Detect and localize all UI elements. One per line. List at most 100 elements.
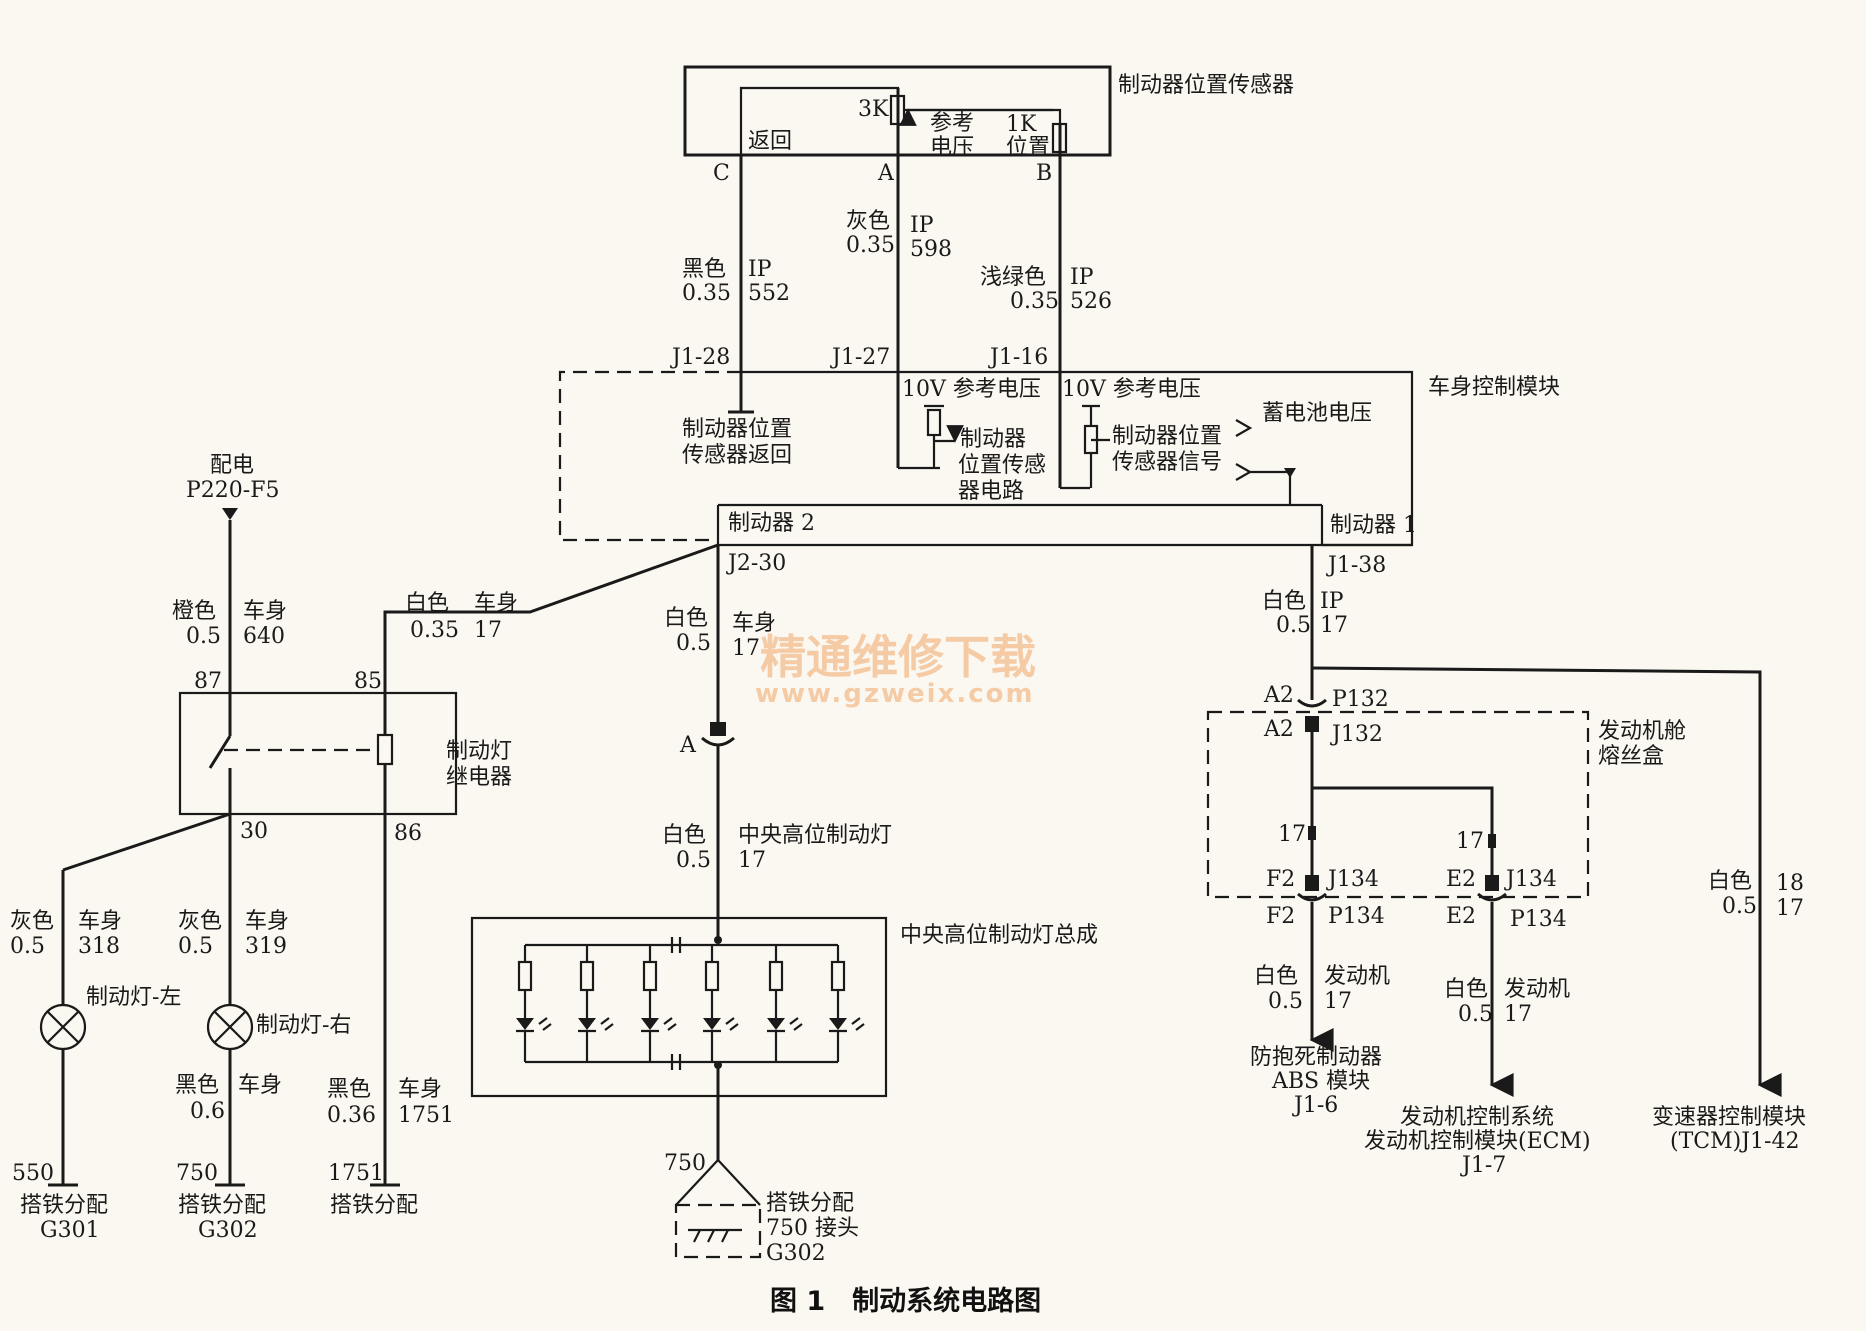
brake-lamps: 灰色 0.5 车身 318 灰色 0.5 车身 319 制动灯-左 制动灯-右 …	[10, 812, 454, 1185]
svg-text:1751: 1751	[398, 1103, 454, 1128]
svg-text:搭铁分配: 搭铁分配	[330, 1193, 418, 1218]
svg-text:552: 552	[748, 281, 790, 306]
svg-text:橙色: 橙色	[172, 599, 216, 624]
svg-text:1751: 1751	[328, 1161, 384, 1186]
svg-text:0.5: 0.5	[1276, 613, 1311, 638]
svg-text:G302: G302	[766, 1241, 826, 1266]
svg-text:86: 86	[394, 821, 422, 846]
svg-text:搭铁分配: 搭铁分配	[20, 1193, 108, 1218]
svg-text:车身: 车身	[474, 591, 518, 616]
svg-text:87: 87	[194, 669, 222, 694]
svg-text:黑色: 黑色	[682, 257, 726, 282]
svg-text:0.35: 0.35	[1010, 289, 1059, 314]
svg-text:发动机控制系统: 发动机控制系统	[1400, 1105, 1554, 1130]
svg-text:发动机控制模块(ECM): 发动机控制模块(ECM)	[1364, 1129, 1591, 1154]
svg-text:0.5: 0.5	[1268, 989, 1303, 1014]
svg-text:17: 17	[732, 636, 760, 661]
svg-text:返回: 返回	[748, 129, 792, 154]
svg-text:750: 750	[664, 1151, 706, 1176]
svg-text:继电器: 继电器	[446, 765, 512, 790]
svg-text:J1-38: J1-38	[1326, 553, 1386, 578]
svg-text:白色: 白色	[1262, 589, 1306, 614]
svg-text:(TCM)J1-42: (TCM)J1-42	[1670, 1129, 1799, 1154]
svg-text:1K: 1K	[1006, 112, 1037, 137]
svg-text:ABS 模块: ABS 模块	[1271, 1069, 1370, 1094]
engine-fuse-box-section: 白色 0.5 IP 17 A2 P132 发动机舱 熔丝盒 A2 J132 17…	[1206, 545, 1806, 1178]
svg-text:J1-7: J1-7	[1460, 1153, 1506, 1178]
svg-text:搭铁分配: 搭铁分配	[766, 1191, 854, 1216]
lamp-right-icon	[206, 1003, 254, 1051]
relay-switch-icon	[208, 735, 232, 769]
svg-text:10V 参考电压: 10V 参考电压	[1062, 377, 1201, 402]
svg-text:器电路: 器电路	[958, 479, 1024, 504]
svg-text:制动灯: 制动灯	[446, 739, 512, 764]
svg-text:白色: 白色	[664, 606, 708, 631]
svg-text:蓄电池电压: 蓄电池电压	[1262, 401, 1372, 426]
svg-text:白色: 白色	[662, 823, 706, 848]
svg-text:85: 85	[354, 669, 382, 694]
svg-text:黑色: 黑色	[175, 1073, 219, 1098]
svg-text:电压: 电压	[930, 135, 974, 160]
svg-text:中央高位制动灯总成: 中央高位制动灯总成	[900, 923, 1098, 948]
center-stop-lamp: 白色 0.5 车身 17 A 白色 0.5 中央高位制动灯 17 中央高位制动灯…	[470, 545, 1098, 1266]
svg-text:A: A	[877, 161, 895, 186]
svg-text:G302: G302	[198, 1218, 258, 1243]
svg-text:0.5: 0.5	[1458, 1002, 1493, 1027]
svg-text:0.6: 0.6	[190, 1099, 225, 1124]
svg-text:灰色: 灰色	[178, 909, 222, 934]
svg-text:车身: 车身	[78, 909, 122, 934]
svg-text:E2: E2	[1446, 904, 1476, 929]
svg-text:17: 17	[1456, 829, 1484, 854]
svg-text:0.5: 0.5	[1722, 894, 1757, 919]
svg-text:0.5: 0.5	[676, 848, 711, 873]
svg-text:0.36: 0.36	[327, 1103, 376, 1128]
svg-text:0.5: 0.5	[676, 631, 711, 656]
svg-text:制动器位置: 制动器位置	[1112, 424, 1222, 449]
svg-text:G301: G301	[40, 1218, 100, 1243]
svg-text:750 接头: 750 接头	[766, 1216, 859, 1241]
led-column	[829, 945, 865, 1062]
svg-text:参考: 参考	[930, 111, 974, 136]
svg-text:C: C	[713, 161, 730, 186]
led-column	[703, 945, 739, 1062]
led-column	[516, 945, 552, 1062]
svg-text:制动器 1: 制动器 1	[1330, 513, 1417, 538]
svg-text:P134: P134	[1328, 904, 1385, 929]
svg-text:526: 526	[1070, 289, 1112, 314]
svg-text:P132: P132	[1332, 687, 1389, 712]
svg-text:IP: IP	[1070, 265, 1094, 290]
svg-text:A2: A2	[1263, 683, 1294, 708]
svg-text:B: B	[1036, 161, 1052, 186]
svg-text:制动灯-右: 制动灯-右	[256, 1013, 351, 1038]
svg-text:发动机舱: 发动机舱	[1598, 719, 1686, 744]
svg-text:J134: J134	[1504, 867, 1557, 892]
svg-text:搭铁分配: 搭铁分配	[178, 1193, 266, 1218]
svg-text:P134: P134	[1510, 907, 1567, 932]
svg-text:10V 参考电压: 10V 参考电压	[902, 377, 1041, 402]
svg-text:J2-30: J2-30	[726, 551, 786, 576]
svg-text:J1-16: J1-16	[988, 345, 1048, 370]
svg-text:中央高位制动灯: 中央高位制动灯	[738, 823, 892, 848]
svg-text:灰色: 灰色	[10, 909, 54, 934]
svg-text:白色: 白色	[1444, 977, 1488, 1002]
svg-text:IP: IP	[748, 257, 772, 282]
power-supply-icon	[222, 508, 238, 520]
svg-text:17: 17	[1324, 989, 1352, 1014]
svg-text:30: 30	[240, 819, 268, 844]
body-control-module: 车身控制模块 J1-28 J1-27 J1-16 制动器位置 传感器返回 10V…	[558, 345, 1560, 578]
svg-text:IP: IP	[910, 213, 934, 238]
svg-text:J134: J134	[1326, 867, 1379, 892]
svg-text:17: 17	[1776, 896, 1804, 921]
svg-text:598: 598	[910, 237, 952, 262]
svg-text:制动器位置: 制动器位置	[682, 417, 792, 442]
svg-text:J132: J132	[1330, 722, 1383, 747]
lamp-left-icon	[39, 1003, 87, 1051]
watermark-line2: www.gzweix.com	[755, 679, 1035, 709]
led-column	[578, 945, 614, 1062]
brake-position-sensor: 制动器位置传感器 3K 1K 返回 参考 电压 位置 C A B	[683, 65, 1294, 186]
svg-text:17: 17	[1278, 822, 1306, 847]
brake-lamp-relay: 配电 P220-F5 橙色 0.5 车身 640 白色 0.35 车身 17 8…	[172, 453, 719, 846]
svg-text:F2: F2	[1266, 867, 1295, 892]
svg-text:640: 640	[243, 624, 285, 649]
svg-text:318: 318	[78, 934, 120, 959]
